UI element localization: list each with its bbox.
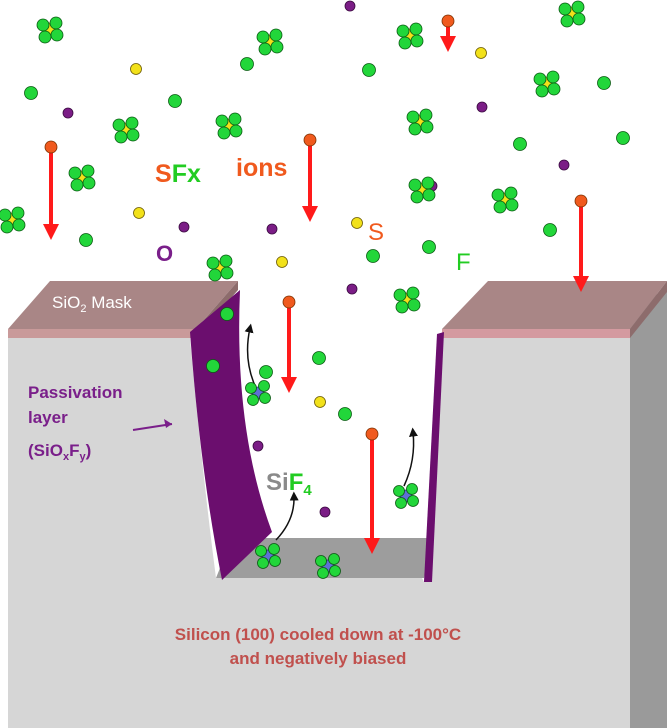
label-sif4: SiF4 (266, 469, 312, 499)
svg-text:Passivation: Passivation (28, 383, 123, 402)
caption-line-1: Silicon (100) cooled down at -100°C (175, 625, 461, 644)
fluorine-atom-13 (312, 351, 326, 365)
silicon-right-side (630, 292, 667, 728)
sif4-molecule-2 (255, 543, 281, 569)
product-arrows (244, 323, 418, 541)
ion-arrows (43, 14, 589, 554)
passivation-layer-right (424, 332, 444, 582)
fluorine-atom-8 (220, 307, 234, 321)
sulfur-atom-4 (276, 256, 288, 268)
fluorine-atom-10 (259, 365, 273, 379)
product-arrow-1 (244, 323, 257, 389)
fluorine-atom-2 (168, 94, 182, 108)
sulfur-atom-6 (314, 396, 326, 408)
sfx-molecule-11 (491, 186, 519, 214)
fluorine-atom-12 (422, 240, 436, 254)
caption-line-2: and negatively biased (230, 649, 407, 668)
fluorine-atom-15 (543, 223, 557, 237)
sfx-molecule-3 (396, 22, 424, 50)
product-arrow-2 (275, 491, 299, 541)
oxygen-atom-10 (319, 506, 331, 518)
fluorine-atom-7 (79, 233, 93, 247)
fluorine-atom-11 (366, 249, 380, 263)
fluorine-atom-3 (240, 57, 254, 71)
fluorine-atom-14 (338, 407, 352, 421)
label-fluorine: F (456, 249, 471, 276)
ion-arrow-4 (281, 295, 297, 393)
ion-arrow-3 (573, 194, 589, 292)
silicon-front-face (8, 338, 630, 728)
sfx-molecule-2 (256, 28, 284, 56)
sulfur-atom-2 (475, 47, 487, 59)
oxygen-atom-7 (266, 223, 278, 235)
label-sulfur: S (368, 219, 384, 246)
label-sfx-s: S (155, 160, 172, 188)
sfx-molecule-6 (112, 116, 140, 144)
label-ions: ions (236, 154, 287, 182)
sfx-molecule-12 (408, 176, 436, 204)
oxygen-atom-4 (558, 159, 570, 171)
label-sfx: SFx (155, 160, 201, 188)
sfx-molecule-14 (393, 286, 421, 314)
fluorine-atom-1 (24, 86, 38, 100)
sfx-molecule-10 (0, 206, 26, 234)
sfx-molecule-4 (558, 0, 586, 28)
sfx-molecule-13 (206, 254, 234, 282)
sulfur-atom-3 (133, 207, 145, 219)
sfx-molecule-5 (533, 70, 561, 98)
passivation-label: Passivation layer (SiOxFy) (28, 383, 173, 463)
right-mask (442, 281, 667, 338)
label-mask: SiO2 Mask (52, 293, 132, 315)
oxygen-atom-8 (346, 283, 358, 295)
sulfur-atom-1 (130, 63, 142, 75)
sfx-molecule-9 (68, 164, 96, 192)
sif4-molecule-4 (393, 483, 419, 509)
fluorine-atom-5 (513, 137, 527, 151)
sfx-molecule-8 (406, 108, 434, 136)
sif4-molecule-3 (315, 553, 341, 579)
svg-text:(SiOxFy): (SiOxFy) (28, 441, 91, 463)
sulfur-atom-5 (351, 217, 363, 229)
ion-arrow-5 (364, 427, 380, 554)
oxygen-atom-6 (178, 221, 190, 233)
ion-arrow-6 (440, 14, 456, 52)
oxygen-atom-9 (252, 440, 264, 452)
sfx-molecule-7 (215, 112, 243, 140)
label-oxygen: O (156, 241, 173, 266)
fluorine-atom-6 (597, 76, 611, 90)
ion-arrow-2 (302, 133, 318, 222)
label-sfx-fx: Fx (172, 160, 201, 188)
oxygen-atom-2 (62, 107, 74, 119)
fluorine-atom-9 (206, 359, 220, 373)
oxygen-atom-3 (476, 101, 488, 113)
sfx-molecule-1 (36, 16, 64, 44)
fluorine-atom-16 (616, 131, 630, 145)
ion-arrow-1 (43, 140, 59, 240)
molecules (0, 0, 586, 579)
product-arrow-3 (403, 427, 418, 487)
svg-text:layer: layer (28, 408, 68, 427)
fluorine-atom-4 (362, 63, 376, 77)
sif4-molecule-1 (245, 380, 271, 406)
oxygen-atom-1 (344, 0, 356, 12)
